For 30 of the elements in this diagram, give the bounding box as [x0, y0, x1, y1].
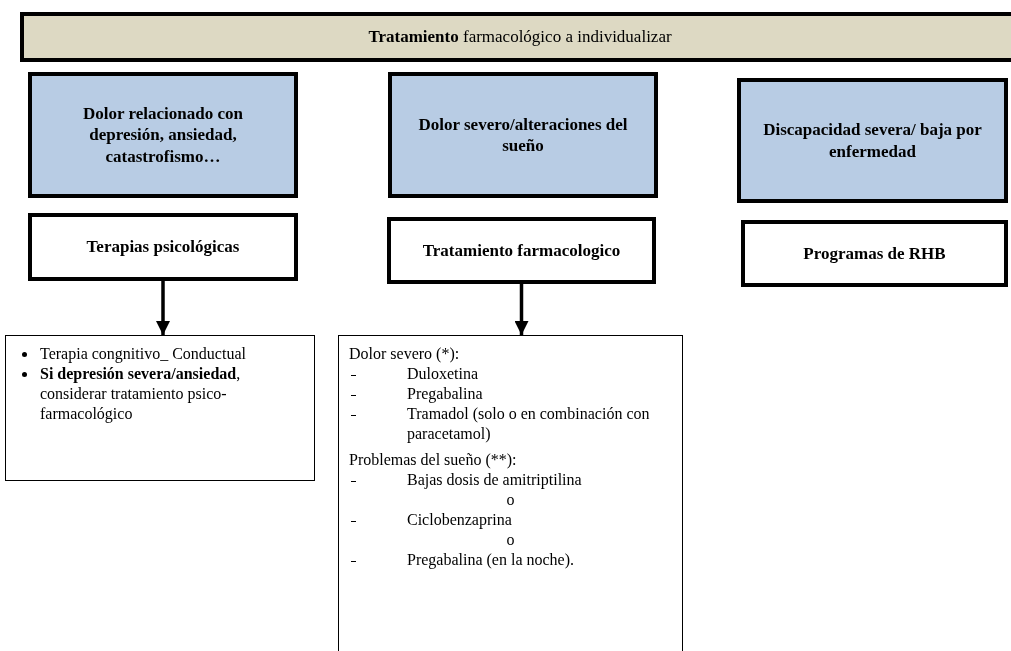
list-item-text: Tramadol (solo o en combinación con paracetamol)	[407, 405, 650, 442]
arrow	[156, 281, 170, 335]
list-item-text: Ciclobenzaprina	[407, 511, 512, 528]
box-label: Discapacidad severa/ baja por enfermedad	[762, 119, 983, 162]
box-label: Dolor severo/alteraciones del sueño	[417, 113, 629, 157]
category-box	[737, 78, 1008, 203]
process-box	[387, 217, 656, 284]
category-box	[28, 72, 298, 198]
list-box	[338, 335, 683, 651]
box-label: Tratamiento farmacologico	[421, 239, 622, 262]
list-item-text: Duloxetina	[407, 365, 479, 382]
list-item-text: Pregabalina (en la noche).	[407, 551, 575, 568]
box-label: Programas de RHB	[802, 242, 947, 265]
box-label: Tratamiento farmacológico a individualizar	[367, 26, 673, 48]
list-item-text: o	[506, 531, 515, 548]
list-box	[5, 335, 315, 481]
list-item-text: Si depresión severa/ansiedad, considerar tratamiento psico-farmacológico	[40, 365, 241, 422]
process-box	[741, 220, 1008, 287]
process-box	[28, 213, 298, 281]
list-item-text: Pregabalina	[407, 385, 483, 402]
box-label: Dolor relacionado con depresión, ansiedad, catastrofismo…	[82, 103, 244, 167]
list-item-text: Dolor severo (*):	[349, 345, 460, 362]
list-item-text: o	[506, 491, 515, 508]
title-banner	[20, 12, 1011, 62]
list-item-text: Terapia congnitivo_ Conductual	[40, 345, 246, 362]
list-item-text: Bajas dosis de amitriptilina	[407, 471, 582, 488]
list-item-text: Problemas del sueño (**):	[349, 451, 517, 468]
box-label: Terapias psicológicas	[85, 236, 241, 258]
category-box	[388, 72, 658, 198]
arrow	[514, 284, 529, 335]
